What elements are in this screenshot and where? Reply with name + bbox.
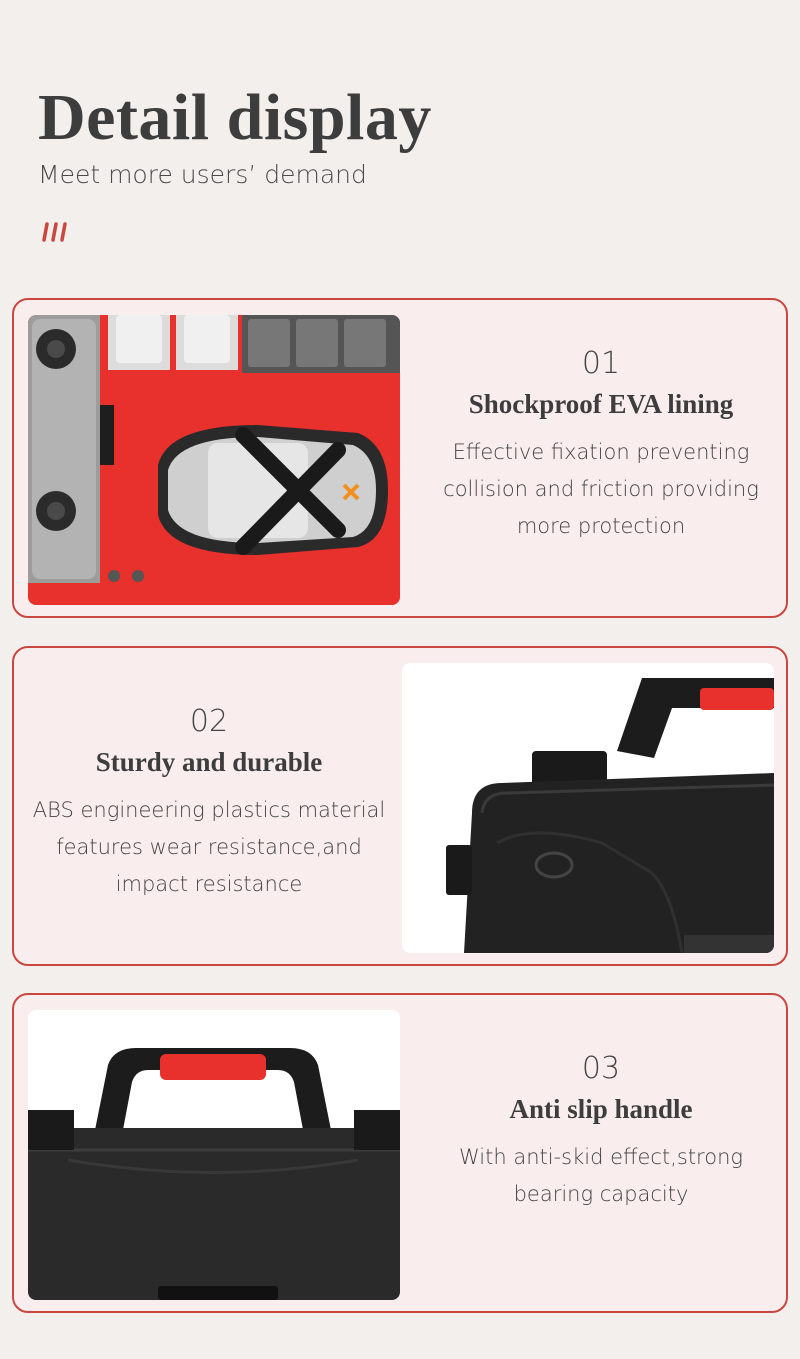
feature-description: ABS engineering plastics material featur… [32,798,386,896]
feature-description: Effective fixation preventing collision … [443,440,759,538]
feature-number: 01 [581,346,621,381]
feature-card-sturdy: 02 Sturdy and durable ABS engineering pl… [12,646,788,966]
case-corner-photo [402,663,774,953]
feature-title: Anti slip handle [509,1094,693,1124]
decorative-slashes-icon [42,222,72,247]
eva-lining-photo [28,315,400,605]
feature-number: 02 [189,704,229,739]
page-subtitle: Meet more users’ demand [38,160,367,189]
page-title: Detail display [38,81,432,154]
feature-description: With anti-skid effect,strong bearing cap… [459,1145,743,1206]
case-handle-photo [28,1010,400,1300]
feature-title: Shockproof EVA lining [468,389,734,419]
feature-title: Sturdy and durable [95,747,323,777]
feature-text-02: 02 Sturdy and durable ABS engineering pl… [24,648,394,964]
feature-card-eva-lining: 01 Shockproof EVA lining Effective fixat… [12,298,788,618]
page-header: Detail display Meet more users’ demand [38,78,432,189]
feature-card-handle: 03 Anti slip handle With anti-skid effec… [12,993,788,1313]
feature-text-01: 01 Shockproof EVA lining Effective fixat… [414,300,788,616]
feature-text-03: 03 Anti slip handle With anti-skid effec… [414,995,788,1311]
feature-number: 03 [581,1051,621,1086]
